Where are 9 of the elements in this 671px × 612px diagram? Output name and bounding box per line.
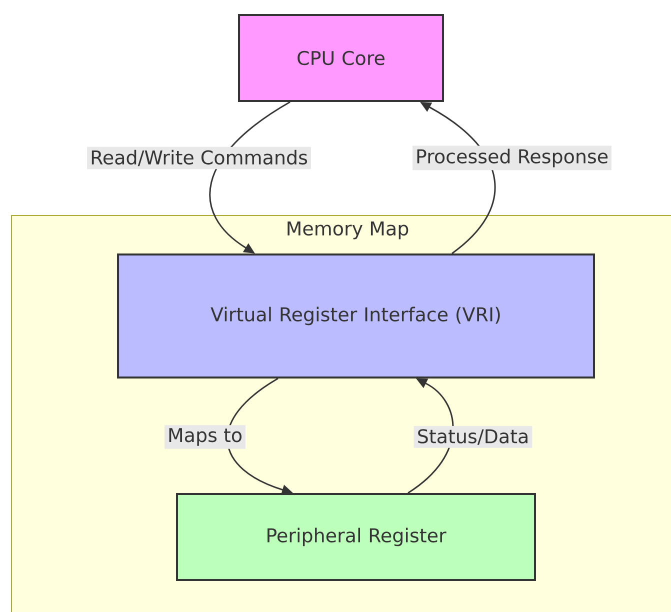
process-box: Virtual Register Interface (VRI) [117,254,595,378]
edge-label: Status/Data [414,426,532,448]
arrow [209,101,290,254]
arrow [408,378,454,494]
edge-label: Read/Write Commands [87,146,311,170]
edge-label: Processed Response [412,146,612,170]
edge-label: Maps to [164,425,246,449]
process-box: Peripheral Register [176,493,536,581]
process-box: CPU Core [238,14,444,102]
